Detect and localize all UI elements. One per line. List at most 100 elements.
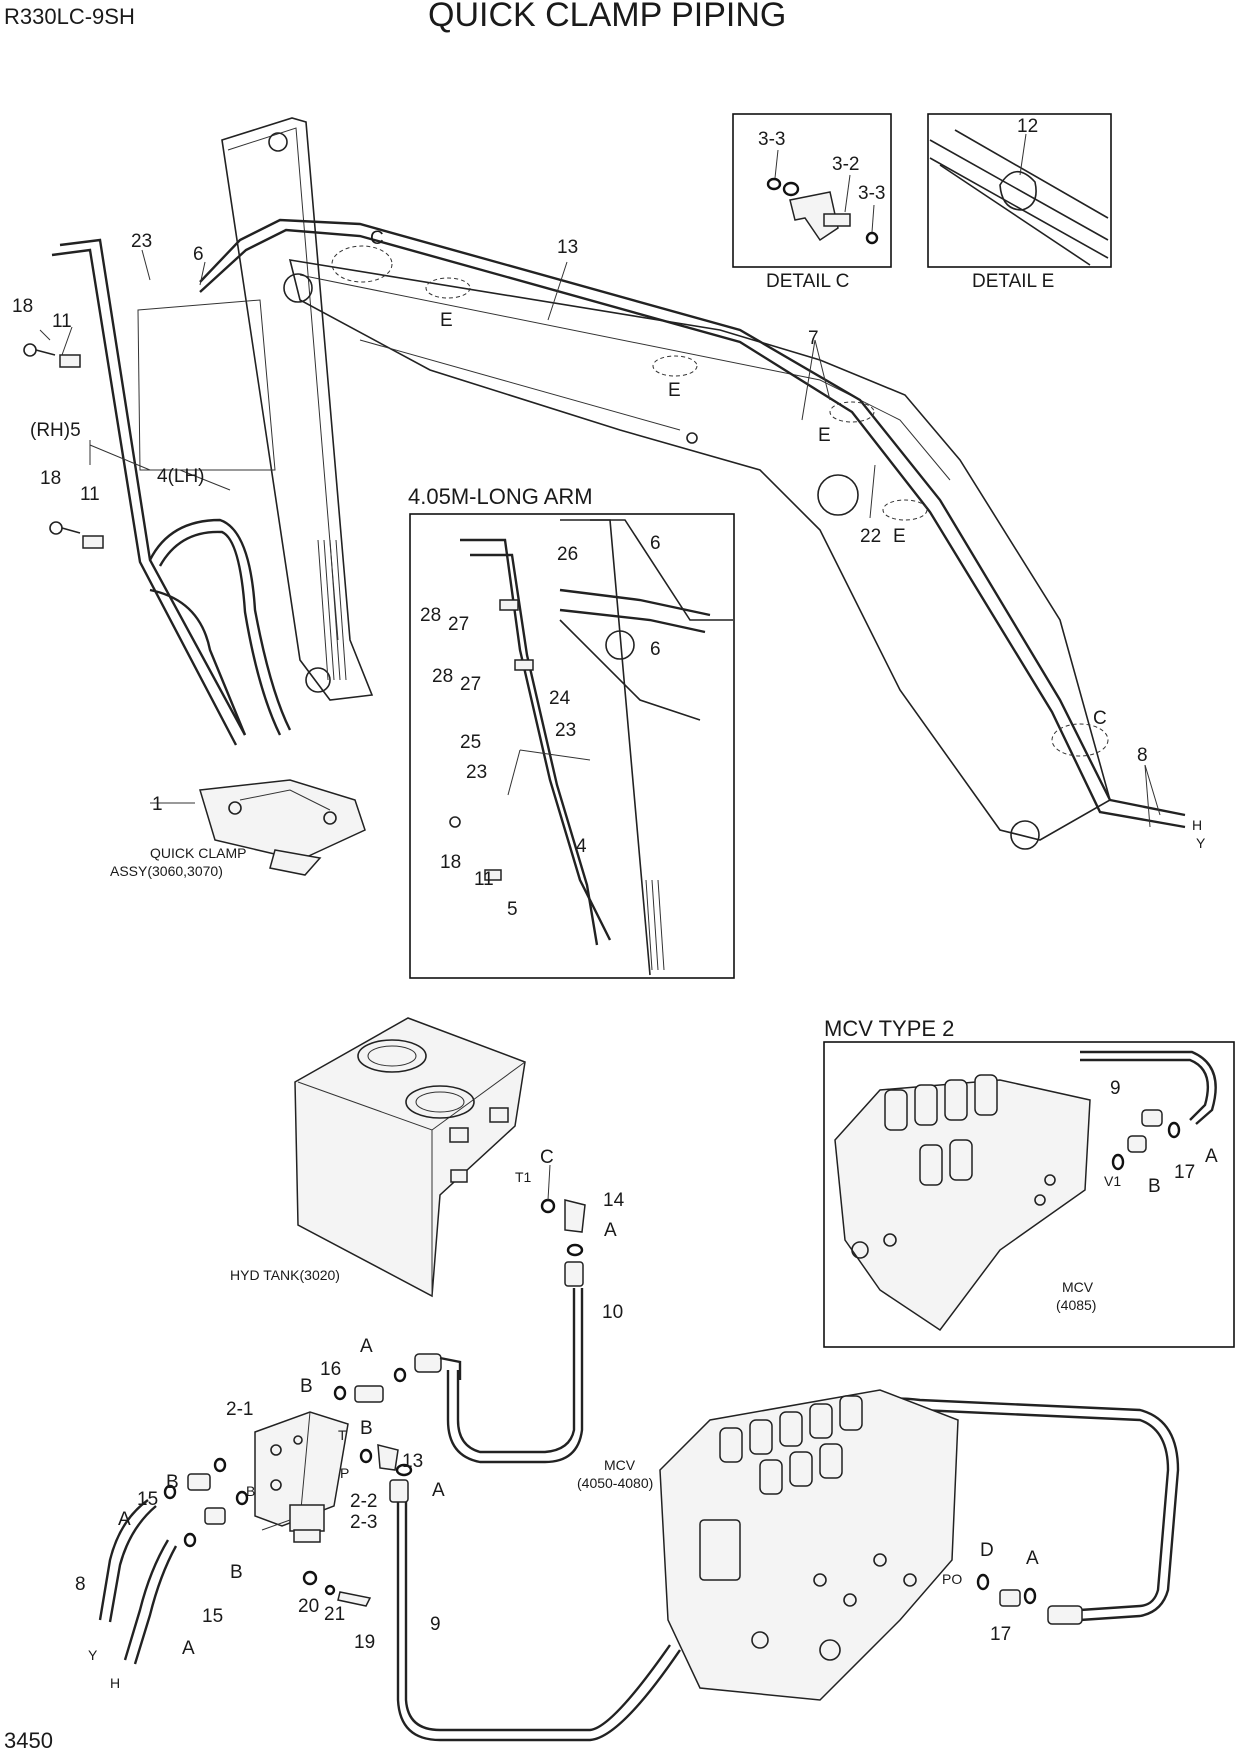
label-a4: A [118,1509,131,1530]
label-b1: B [300,1376,313,1397]
la-label-24: 24 [549,688,571,709]
mcv-type2-title: MCV TYPE 2 [824,1016,954,1041]
label-21: 21 [324,1604,345,1625]
label-18: 18 [12,296,33,317]
fasteners-main [23,343,104,549]
page-number: 3450 [4,1728,53,1753]
hyd-tank-name: HYD TANK(3020) [230,1267,340,1283]
long-arm-inset [409,513,735,979]
label-c2: C [1093,708,1107,729]
label-a2: A [360,1336,373,1357]
long-arm-title: 4.05M-LONG ARM [408,484,593,509]
detail-e-inset [927,113,1112,268]
mcv-spools [719,1395,863,1495]
mcv2-name-1: MCV [1062,1279,1094,1295]
label-e4: E [893,526,906,547]
la-label-18: 18 [440,852,461,873]
label-8: 8 [1137,745,1148,766]
mcv-name-2: (4050-4080) [577,1475,653,1491]
solenoid-valve-block [254,1411,372,1607]
label-po: PO [942,1571,962,1587]
quick-clamp-assy [199,779,366,876]
label-a1: A [604,1220,617,1241]
leader-lines [39,249,1161,828]
label-2-2: 2-2 [350,1491,377,1512]
label-e3: E [818,425,831,446]
detail-c-title: DETAIL C [766,271,849,292]
la-label-6b: 6 [650,639,661,660]
label-14: 14 [603,1190,625,1211]
mcv-name-1: MCV [604,1457,636,1473]
la-label-23a: 23 [555,720,576,741]
label-20: 20 [298,1596,319,1617]
label-19: 19 [354,1632,375,1653]
valve-port-t: T [338,1427,347,1443]
label-7: 7 [808,328,819,349]
label-23: 23 [131,231,152,252]
detail-markers [331,245,1109,757]
label-1: 1 [152,794,163,815]
label-rh5: (RH)5 [30,420,81,441]
quick-clamp-label-2: ASSY(3060,3070) [110,863,223,879]
label-13b: 13 [402,1451,423,1472]
mcv2-label-17: 17 [1174,1162,1195,1183]
label-2-1: 2-1 [226,1399,253,1420]
label-a6: A [1026,1548,1039,1569]
label-22: 22 [860,526,881,547]
label-3-3a: 3-3 [758,129,785,150]
model-code: R330LC-9SH [4,4,135,29]
la-label-27a: 27 [448,614,469,635]
label-lh4: 4(LH) [157,466,205,487]
page-title: QUICK CLAMP PIPING [428,0,786,34]
la-label-26: 26 [557,544,578,565]
la-label-23b: 23 [466,762,487,783]
label-h2: H [110,1675,120,1691]
hydraulic-tank [294,1017,526,1298]
label-3-2: 3-2 [832,154,859,175]
label-a3: A [432,1480,445,1501]
label-e2: E [668,380,681,401]
label-15a: 15 [137,1489,158,1510]
label-17: 17 [990,1624,1011,1645]
mcv2-label-b: B [1148,1176,1161,1197]
label-11b: 11 [80,484,100,505]
label-11: 11 [52,311,72,332]
label-b4: B [230,1562,243,1583]
label-d: D [980,1540,994,1561]
label-h: H [1192,817,1202,833]
la-label-25: 25 [460,732,481,753]
label-12: 12 [1017,116,1038,137]
label-2-3: 2-3 [350,1512,377,1533]
label-b3: B [166,1472,179,1493]
mcv2-label-v1: V1 [1104,1173,1121,1189]
label-3-3b: 3-3 [858,183,885,204]
label-y: Y [1196,835,1206,851]
label-c3: C [540,1147,554,1168]
tank-return-hose [446,1164,586,1464]
quick-clamp-label-1: QUICK CLAMP [150,845,246,861]
label-10: 10 [602,1302,623,1323]
valve-fittings [98,1353,1180,1742]
detail-c-inset [732,113,892,268]
detail-e-title: DETAIL E [972,271,1054,292]
label-15b: 15 [202,1606,223,1627]
main-control-valve [659,1389,959,1701]
label-e1: E [440,310,453,331]
boom-hatching [317,539,347,681]
mcv2-label-a: A [1205,1146,1218,1167]
label-18b: 18 [40,468,61,489]
mcv2-name-2: (4085) [1056,1297,1096,1313]
label-a5: A [182,1638,195,1659]
la-label-6a: 6 [650,533,661,554]
label-8b: 8 [75,1574,86,1595]
mcv-type2-spools [884,1074,998,1186]
mcv-type2-inset [823,1041,1235,1348]
label-t1: T1 [515,1169,532,1185]
la-label-28b: 28 [432,666,453,687]
la-label-27b: 27 [460,674,481,695]
valve-port-b: B [246,1483,255,1499]
label-9: 9 [430,1614,441,1635]
label-c: C [370,228,384,249]
